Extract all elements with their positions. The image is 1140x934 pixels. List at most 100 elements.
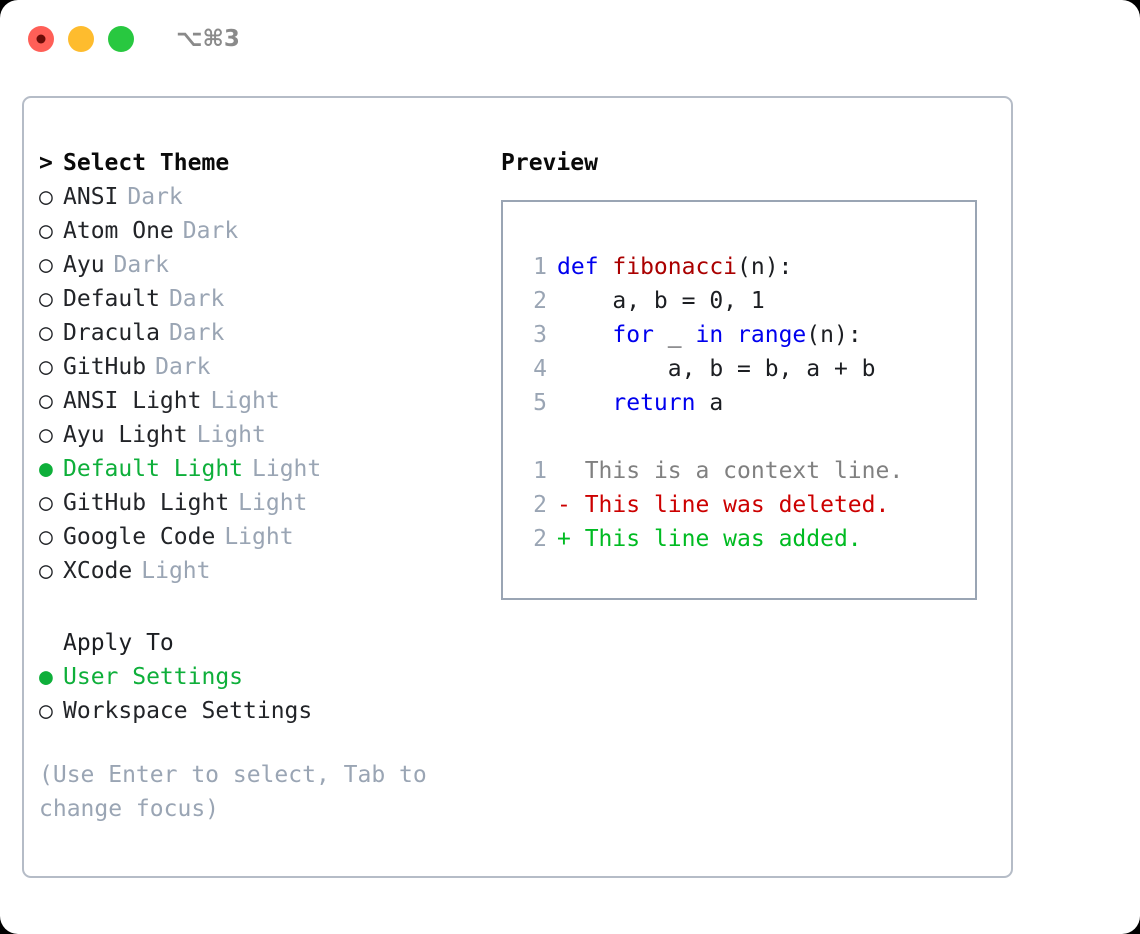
theme-variant-tag: Dark bbox=[127, 184, 183, 210]
theme-variant-tag: Dark bbox=[113, 252, 169, 278]
theme-name-label: Default bbox=[63, 286, 160, 312]
select-theme-heading: > Select Theme bbox=[39, 146, 489, 180]
radio-unselected-icon: ○ bbox=[39, 422, 53, 448]
diff-marker: + bbox=[557, 526, 571, 552]
theme-list-item[interactable]: ○ GitHub Dark bbox=[39, 350, 489, 384]
minimize-window-icon[interactable] bbox=[68, 26, 94, 52]
theme-variant-tag: Light bbox=[224, 524, 294, 550]
theme-list-item[interactable]: ○ ANSI Dark bbox=[39, 180, 489, 214]
radio-unselected-icon: ○ bbox=[39, 218, 53, 244]
line-number: 2 bbox=[533, 288, 547, 314]
code-line: 2 a, b = 0, 1 bbox=[521, 284, 975, 318]
radio-unselected-icon: ○ bbox=[39, 354, 53, 380]
blank-bullet-icon: ○ bbox=[39, 626, 63, 660]
theme-name-label: Atom One bbox=[63, 218, 174, 244]
spacer bbox=[521, 420, 975, 454]
code-line: 3 for _ in range(n): bbox=[521, 318, 975, 352]
radio-unselected-icon: ○ bbox=[39, 524, 53, 550]
theme-name-label: Ayu Light bbox=[63, 422, 188, 448]
code-token: for bbox=[612, 322, 654, 348]
prompt-caret-icon: > bbox=[39, 150, 53, 176]
diff-line: 2- This line was deleted. bbox=[521, 488, 975, 522]
code-line: 5 return a bbox=[521, 386, 975, 420]
keyboard-hint: (Use Enter to select, Tab to change focu… bbox=[39, 762, 427, 822]
code-token: a bbox=[695, 390, 724, 416]
diff-sample: 1 This is a context line. 2- This line wa… bbox=[521, 454, 975, 556]
code-token: range bbox=[737, 322, 807, 348]
line-number: 1 bbox=[533, 458, 547, 484]
apply-to-label: User Settings bbox=[63, 664, 244, 690]
theme-name-label: Default Light bbox=[63, 456, 244, 482]
theme-name-label: Ayu bbox=[63, 252, 105, 278]
apply-to-label: Workspace Settings bbox=[63, 698, 313, 724]
theme-name-label: Dracula bbox=[63, 320, 160, 346]
title-bar: ⌥⌘3 bbox=[0, 0, 1140, 78]
theme-list-item[interactable]: ○ Ayu Dark bbox=[39, 248, 489, 282]
radio-unselected-icon: ○ bbox=[39, 558, 53, 584]
select-theme-heading-label: Select Theme bbox=[63, 150, 230, 176]
theme-name-label: ANSI Light bbox=[63, 388, 202, 414]
code-token: def bbox=[557, 254, 613, 280]
theme-variant-tag: Light bbox=[252, 456, 322, 482]
code-token: _ bbox=[653, 322, 696, 348]
theme-variant-tag: Dark bbox=[182, 218, 239, 244]
theme-name-label: Google Code bbox=[63, 524, 216, 550]
code-token bbox=[557, 390, 612, 416]
code-token bbox=[723, 322, 737, 348]
keyboard-shortcut-label: ⌥⌘3 bbox=[176, 26, 240, 52]
theme-name-label: GitHub Light bbox=[63, 490, 230, 516]
theme-name-label: GitHub bbox=[63, 354, 147, 380]
theme-variant-tag: Light bbox=[196, 422, 266, 448]
apply-to-option[interactable]: ○ Workspace Settings bbox=[39, 694, 489, 728]
radio-unselected-icon: ○ bbox=[39, 252, 53, 278]
radio-unselected-icon: ○ bbox=[39, 388, 53, 414]
code-token: fibonacci bbox=[612, 254, 738, 280]
radio-selected-icon: ● bbox=[39, 456, 53, 482]
radio-unselected-icon: ○ bbox=[39, 184, 53, 210]
code-token: a, b = 0, 1 bbox=[557, 288, 765, 314]
line-number: 4 bbox=[533, 356, 547, 382]
theme-name-label: ANSI bbox=[63, 184, 119, 210]
close-window-icon[interactable] bbox=[28, 26, 54, 52]
apply-to-option[interactable]: ● User Settings bbox=[39, 660, 489, 694]
code-token: (n): bbox=[737, 254, 793, 280]
line-number: 3 bbox=[533, 322, 547, 348]
theme-list-item[interactable]: ○ Atom One Dark bbox=[39, 214, 489, 248]
maximize-window-icon[interactable] bbox=[108, 26, 134, 52]
line-number: 2 bbox=[533, 526, 547, 552]
radio-unselected-icon: ○ bbox=[39, 698, 53, 724]
diff-text: This line was deleted. bbox=[570, 492, 890, 518]
theme-list-item[interactable]: ○ Google Code Light bbox=[39, 520, 489, 554]
diff-marker: - bbox=[557, 492, 571, 518]
theme-variant-tag: Light bbox=[238, 490, 308, 516]
radio-selected-icon: ● bbox=[39, 664, 53, 690]
theme-list-item[interactable]: ● Default Light Light bbox=[39, 452, 489, 486]
theme-variant-tag: Light bbox=[141, 558, 211, 584]
diff-marker bbox=[557, 458, 571, 484]
theme-list-item[interactable]: ○ Ayu Light Light bbox=[39, 418, 489, 452]
diff-line: 2+ This line was added. bbox=[521, 522, 975, 556]
apply-to-heading-label: Apply To bbox=[63, 630, 174, 656]
radio-unselected-icon: ○ bbox=[39, 286, 53, 312]
preview-heading: Preview bbox=[501, 150, 598, 176]
theme-list-item[interactable]: ○ GitHub Light Light bbox=[39, 486, 489, 520]
radio-unselected-icon: ○ bbox=[39, 490, 53, 516]
theme-list-item[interactable]: ○ XCode Light bbox=[39, 554, 489, 588]
diff-text: This is a context line. bbox=[570, 458, 904, 484]
code-token bbox=[557, 322, 612, 348]
theme-name-label: XCode bbox=[63, 558, 133, 584]
window-controls bbox=[28, 26, 134, 52]
theme-list-item[interactable]: ○ ANSI Light Light bbox=[39, 384, 489, 418]
theme-variant-tag: Light bbox=[210, 388, 280, 414]
theme-variant-tag: Dark bbox=[155, 354, 211, 380]
code-token: (n): bbox=[806, 322, 862, 348]
line-number: 5 bbox=[533, 390, 547, 416]
line-number: 2 bbox=[533, 492, 547, 518]
